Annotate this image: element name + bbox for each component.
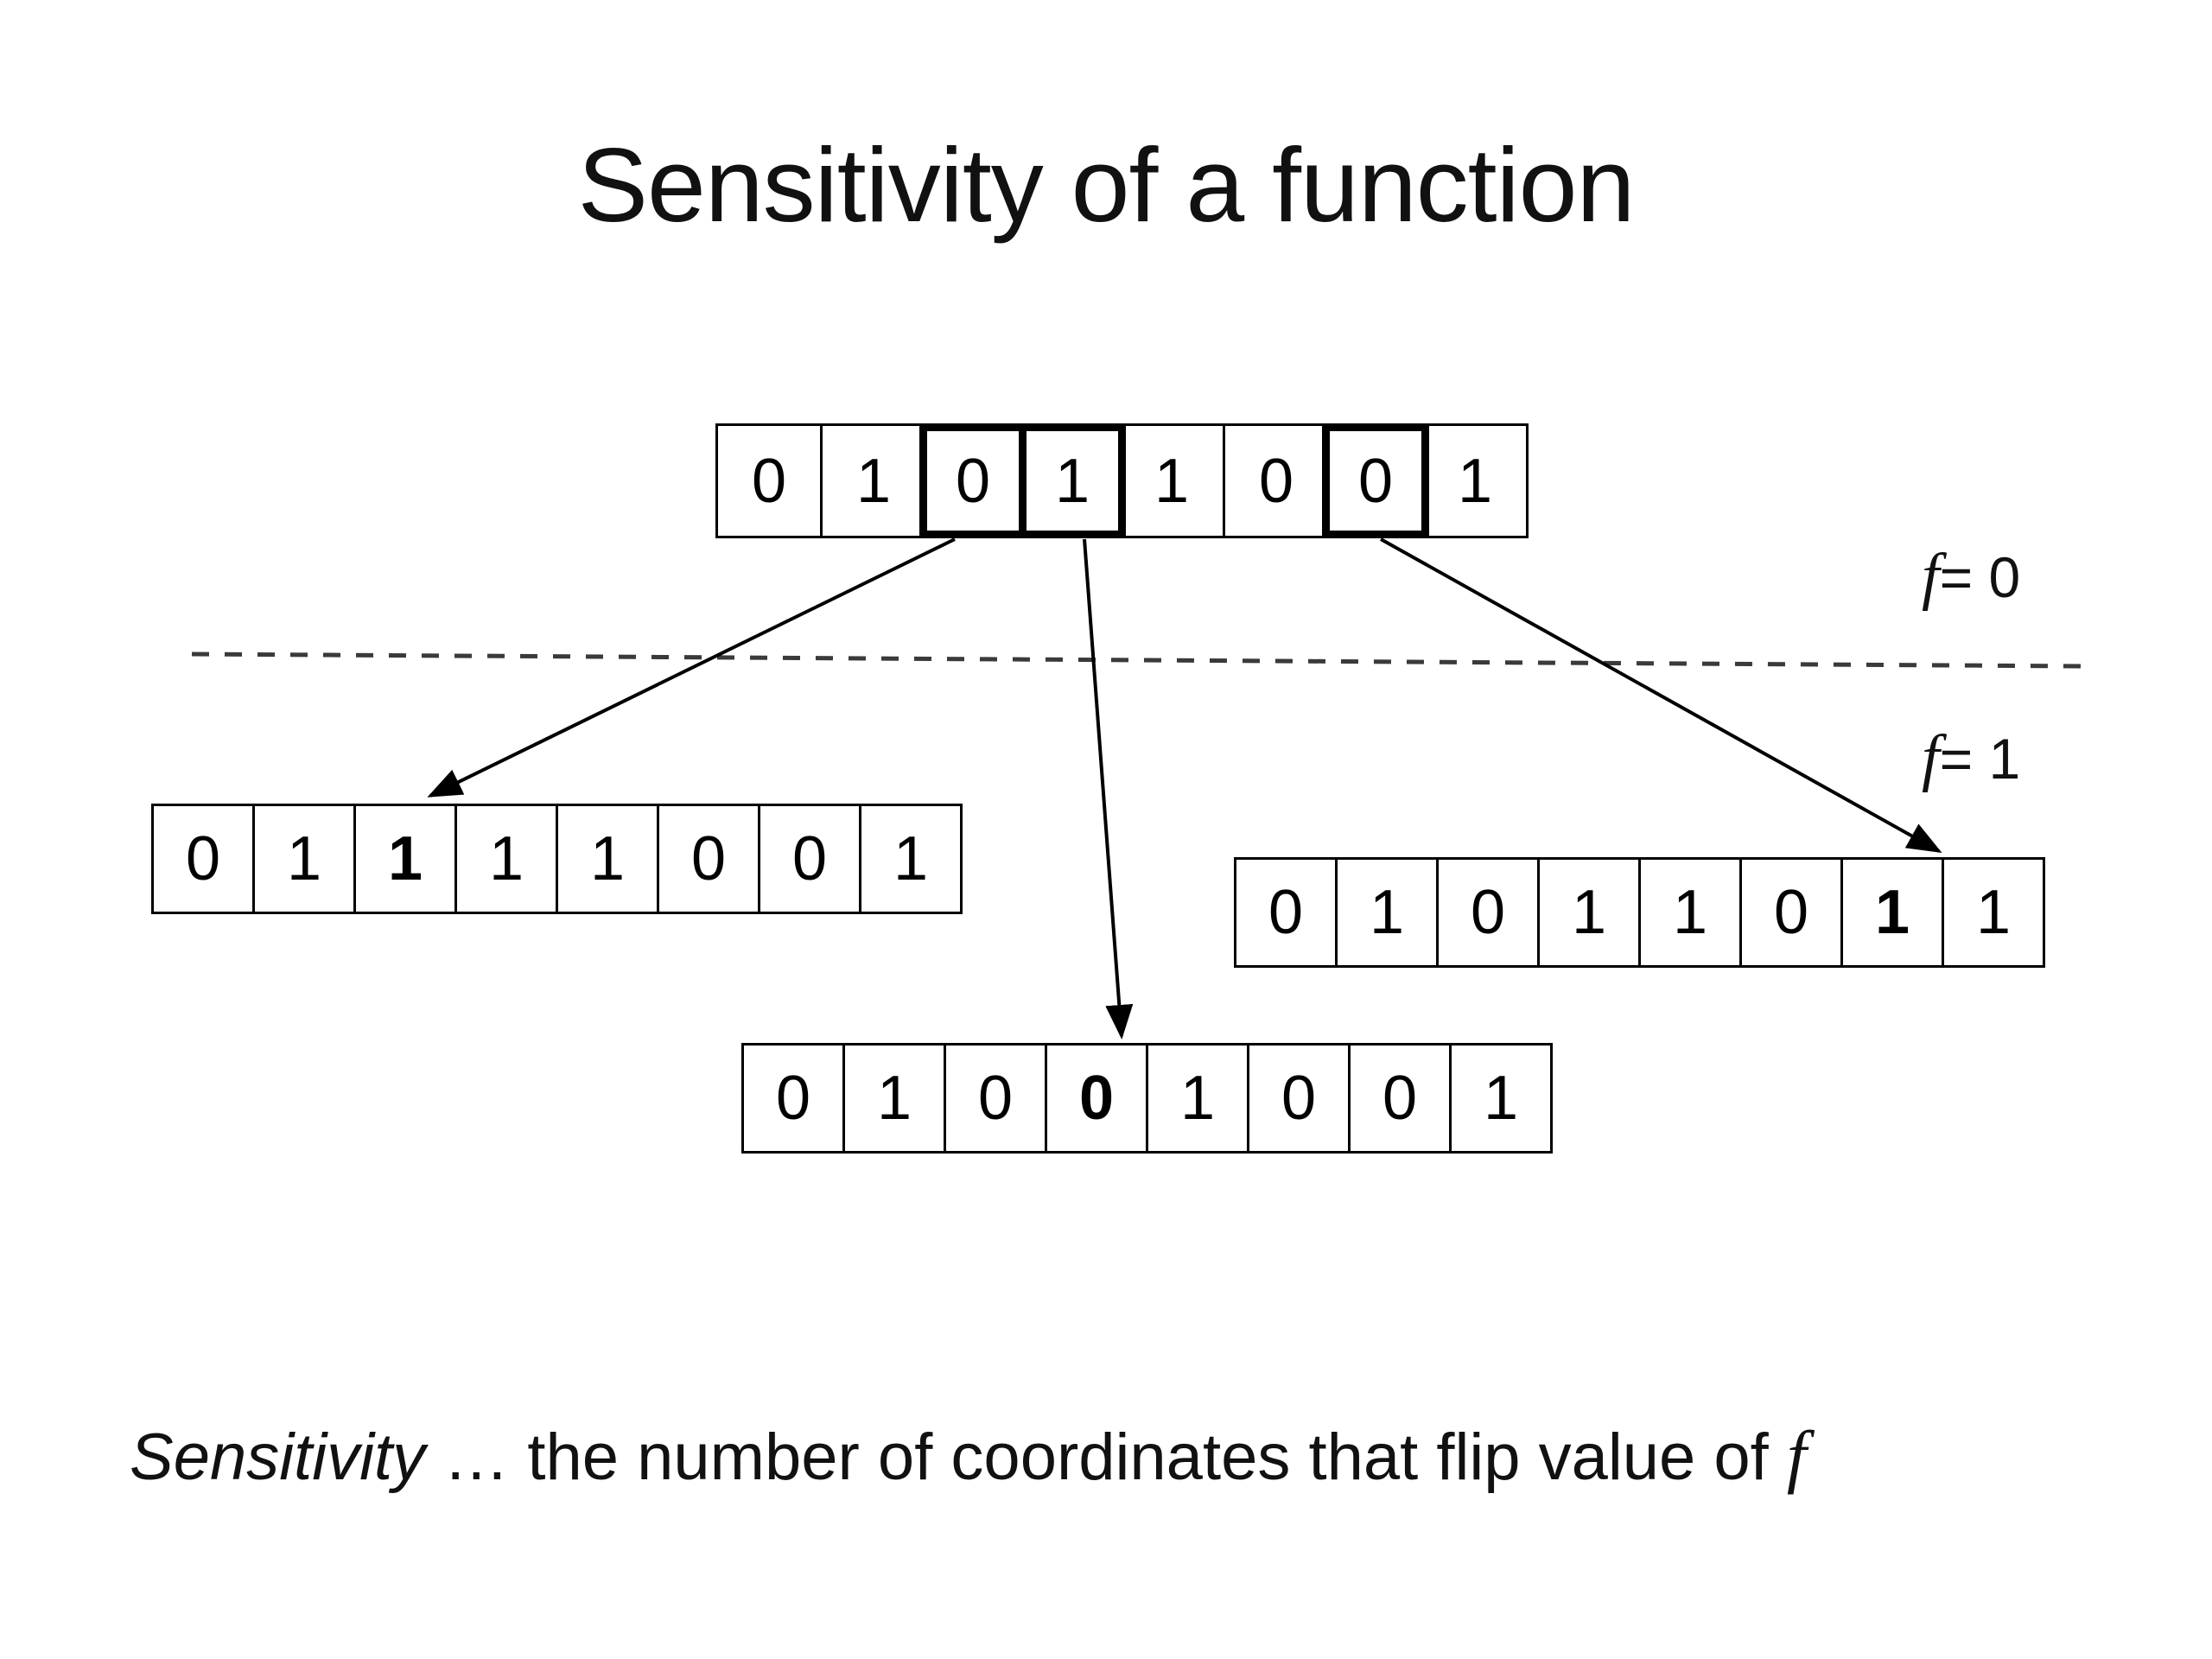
- caption-body: … the number of coordinates that flip va…: [425, 1421, 1787, 1494]
- bit-cell[interactable]: 1: [252, 804, 356, 914]
- page-title: Sensitivity of a function: [577, 126, 1636, 244]
- bit-cell[interactable]: 1: [1421, 423, 1529, 538]
- arrow-to-right-array: [1380, 537, 1942, 853]
- bit-array-top: 0 1 0 1 1 0 0 1: [715, 423, 1529, 538]
- caption-term: Sensitivity: [130, 1421, 426, 1494]
- definition-caption: Sensitivity … the number of coordinates …: [130, 1415, 1807, 1497]
- bit-cell[interactable]: 1: [1449, 1043, 1553, 1154]
- function-symbol: f: [1922, 722, 1940, 793]
- f-boundary-dashed-line: [191, 652, 2088, 669]
- bit-cell[interactable]: 0: [1247, 1043, 1351, 1154]
- bit-cell-highlighted[interactable]: 0: [919, 423, 1027, 538]
- arrow-to-bottom-array: [1083, 538, 1134, 1039]
- bit-cell[interactable]: 1: [454, 804, 558, 914]
- bit-cell[interactable]: 1: [1118, 423, 1225, 538]
- bit-array-bottom: 0 1 0 0 1 0 0 1: [741, 1043, 1553, 1154]
- label-f-equals-zero: f= 0: [1922, 544, 2020, 608]
- bit-cell[interactable]: 0: [1348, 1043, 1452, 1154]
- bit-cell-highlighted[interactable]: 0: [1322, 423, 1429, 538]
- bit-cell-flipped[interactable]: 1: [1840, 857, 1944, 968]
- bit-cell[interactable]: 0: [758, 804, 861, 914]
- bit-cell[interactable]: 0: [1436, 857, 1540, 968]
- bit-cell[interactable]: 1: [820, 423, 927, 538]
- bit-cell[interactable]: 0: [715, 423, 823, 538]
- bit-cell[interactable]: 0: [1234, 857, 1338, 968]
- bit-cell[interactable]: 0: [151, 804, 255, 914]
- bit-cell[interactable]: 1: [556, 804, 659, 914]
- bit-cell[interactable]: 1: [842, 1043, 946, 1154]
- bit-cell[interactable]: 0: [1739, 857, 1843, 968]
- bit-array-left: 0 1 1 1 1 0 0 1: [151, 804, 963, 914]
- bit-cell[interactable]: 1: [1335, 857, 1439, 968]
- function-symbol: f: [1786, 1416, 1807, 1495]
- bit-cell[interactable]: 0: [657, 804, 760, 914]
- bit-cell[interactable]: 0: [741, 1043, 845, 1154]
- bit-cell[interactable]: 0: [944, 1043, 1047, 1154]
- function-symbol: f: [1922, 541, 1940, 612]
- bit-cell-highlighted[interactable]: 1: [1019, 423, 1126, 538]
- label-f-one-relation: = 1: [1939, 727, 2021, 791]
- arrow-to-left-array: [427, 537, 956, 798]
- bit-cell[interactable]: 1: [1942, 857, 2045, 968]
- label-f-zero-relation: = 0: [1939, 545, 2021, 609]
- bit-cell[interactable]: 1: [1537, 857, 1641, 968]
- bit-cell[interactable]: 1: [859, 804, 963, 914]
- bit-cell[interactable]: 0: [1223, 423, 1330, 538]
- bit-cell-flipped[interactable]: 0: [1045, 1043, 1148, 1154]
- bit-cell[interactable]: 1: [1146, 1043, 1249, 1154]
- bit-array-right: 0 1 0 1 1 0 1 1: [1234, 857, 2045, 968]
- label-f-equals-one: f= 1: [1922, 726, 2020, 790]
- bit-cell[interactable]: 1: [1638, 857, 1742, 968]
- bit-cell-flipped[interactable]: 1: [353, 804, 457, 914]
